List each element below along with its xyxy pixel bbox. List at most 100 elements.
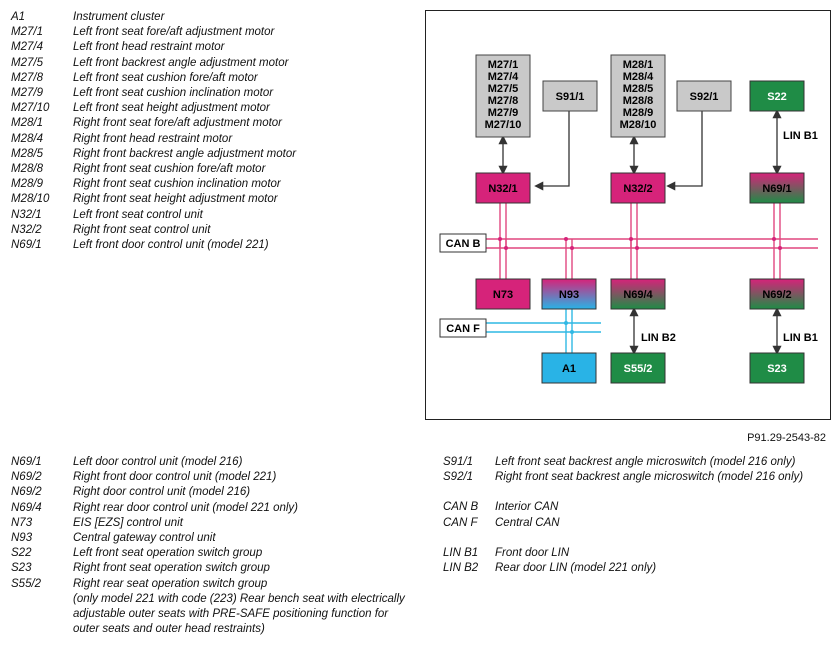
legend-description: Left front seat fore/aft adjustment moto… <box>73 26 275 39</box>
legend-description: Right front backrest angle adjustment mo… <box>73 147 297 160</box>
diagram-frame: M27/1 M27/4 M27/5 M27/8 M27/9 M27/10 M28… <box>425 10 831 420</box>
legend-code: N32/2 <box>11 223 42 236</box>
svg-text:N69/4: N69/4 <box>623 289 653 301</box>
legend-entry: S91/1 Left front seat backrest angle micr… <box>443 455 823 470</box>
legend-code: M27/1 <box>11 26 43 39</box>
m28-label: M28/4 <box>623 71 654 83</box>
legend-code: CAN F <box>443 516 478 529</box>
svg-text:CAN F: CAN F <box>446 323 480 335</box>
legend-entry: M28/10 Right front seat height adjustment… <box>11 192 411 207</box>
legend-description: Left front seat cushion fore/aft motor <box>73 71 258 84</box>
svg-text:CAN B: CAN B <box>446 238 481 250</box>
svg-text:N73: N73 <box>493 289 513 301</box>
legend-code: N32/1 <box>11 208 42 221</box>
n69-4-box: N69/4 <box>610 278 666 310</box>
legend-description: Left front head restraint motor <box>73 41 225 54</box>
svg-text:N32/2: N32/2 <box>623 183 652 195</box>
legend-code: S55/2 <box>11 577 42 590</box>
legend-description: Right front seat height adjustment motor <box>73 193 278 206</box>
legend-description: Right door control unit (model 216) <box>73 486 251 499</box>
svg-text:N69/1: N69/1 <box>762 183 791 195</box>
svg-text:N93: N93 <box>559 289 579 301</box>
legend-description: Right front seat backrest angle microswi… <box>495 471 804 484</box>
legend-description: Left door control unit (model 216) <box>73 456 243 468</box>
legend-code: M27/4 <box>11 41 43 54</box>
legend-entry: M28/5 Right front backrest angle adjustme… <box>11 147 411 162</box>
legend-description: Front door LIN <box>495 546 570 559</box>
svg-text:S92/1: S92/1 <box>690 91 719 103</box>
n69-1-box: N69/1 <box>749 172 805 204</box>
s92-1-box: S92/1 <box>676 80 732 112</box>
legend-description: Rear door LIN (model 221 only) <box>495 562 657 575</box>
legend-description: Right rear door control unit (model 221 … <box>73 501 299 514</box>
s91-1-box: S91/1 <box>542 80 598 112</box>
legend-code: M28/9 <box>11 178 43 191</box>
legend-description: Left front seat backrest angle microswit… <box>495 456 796 468</box>
a1-box: A1 <box>541 352 597 384</box>
legend-bottom-right: S91/1 Left front seat backrest angle micr… <box>443 455 823 576</box>
legend-code: N69/1 <box>11 239 42 252</box>
n69-2-box: N69/2 <box>749 278 805 310</box>
legend-entry: N69/1 Left door control unit (model 216) <box>11 455 411 470</box>
s23-box: S23 <box>749 352 805 384</box>
can-b-bus <box>440 238 818 249</box>
svg-text:A1: A1 <box>562 363 576 375</box>
svg-text:N69/2: N69/2 <box>762 289 791 301</box>
m28-label: M28/1 <box>623 59 654 71</box>
legend-code: M28/8 <box>11 163 43 176</box>
legend-description: Left front seat operation switch group <box>73 547 263 560</box>
legend-code: S23 <box>11 562 32 575</box>
legend-code: CAN B <box>443 501 479 514</box>
legend-entry: M28/1 Right front seat fore/aft adjustmen… <box>11 116 411 131</box>
n73-box: N73 <box>475 278 531 310</box>
legend-note: (only model 221 with code (223) Rear ben… <box>11 592 411 637</box>
svg-text:S22: S22 <box>767 91 787 103</box>
n32-2-box: N32/2 <box>610 172 666 204</box>
legend-description: Instrument cluster <box>73 11 165 23</box>
legend-code: M28/1 <box>11 117 43 130</box>
legend-code: S91/1 <box>443 456 474 468</box>
m28-label: M28/5 <box>623 83 654 95</box>
legend-description: Right front seat fore/aft adjustment mot… <box>73 117 283 130</box>
connection-arrows <box>498 109 782 355</box>
legend-code: M27/5 <box>11 56 43 69</box>
legend-code: M28/5 <box>11 147 43 160</box>
legend-description: Right front door control unit (model 221… <box>73 471 277 484</box>
svg-text:S91/1: S91/1 <box>556 91 585 103</box>
m28-label: M28/10 <box>620 119 657 131</box>
can-b-junctions <box>498 237 782 250</box>
legend-description: Left front seat control unit <box>73 208 203 221</box>
m27-motor-group: M27/1 M27/4 M27/5 M27/8 M27/9 M27/10 <box>475 54 531 138</box>
legend-description: Right rear seat operation switch group <box>73 577 268 590</box>
m28-label: M28/8 <box>623 95 654 107</box>
legend-code: N69/1 <box>11 456 42 468</box>
legend-entry: M27/1 Left front seat fore/aft adjustment… <box>11 25 411 40</box>
legend-note-text: (only model 221 with code (223) Rear ben… <box>73 592 405 635</box>
s22-box: S22 <box>749 80 805 112</box>
can-f-junctions <box>564 321 574 334</box>
legend-code: LIN B1 <box>443 546 479 559</box>
legend-description: Left front backrest angle adjustment mot… <box>73 56 289 69</box>
legend-code: N73 <box>11 516 33 529</box>
legend-code: M28/10 <box>11 193 50 206</box>
legend-description: Left front seat cushion inclination moto… <box>73 87 274 100</box>
figure-reference: P91.29-2543-82 <box>747 432 826 444</box>
legend-entry: N32/1 Left front seat control unit <box>11 208 411 223</box>
m27-label: M27/9 <box>488 107 519 119</box>
can-f-label: CAN F <box>439 318 487 338</box>
